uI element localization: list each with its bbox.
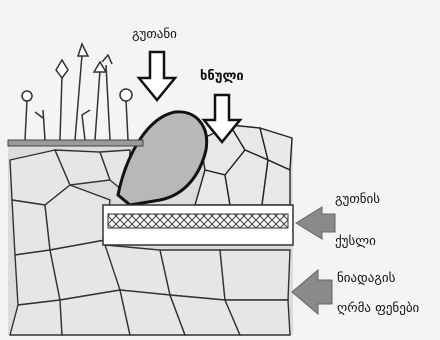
deep-layers-label-line1: ნიადაგის — [337, 271, 396, 286]
plough-sole-label-line1: გუთნის — [335, 192, 380, 207]
plough-label: გუთანი — [132, 27, 177, 42]
deep-layers-label-line2: ღრმა ფენები — [337, 301, 420, 316]
plough-sole-band — [108, 214, 288, 228]
grass-strip — [8, 140, 143, 146]
plough-arrow — [139, 52, 175, 100]
surface-plants — [22, 44, 132, 140]
furrow-clods — [195, 125, 292, 205]
plough-sole-label-line2: ქუსლი — [335, 234, 376, 249]
plough-sole-arrow — [296, 207, 335, 239]
deep-layers-arrow — [292, 270, 332, 314]
furrow-label: ხნული — [200, 69, 244, 84]
